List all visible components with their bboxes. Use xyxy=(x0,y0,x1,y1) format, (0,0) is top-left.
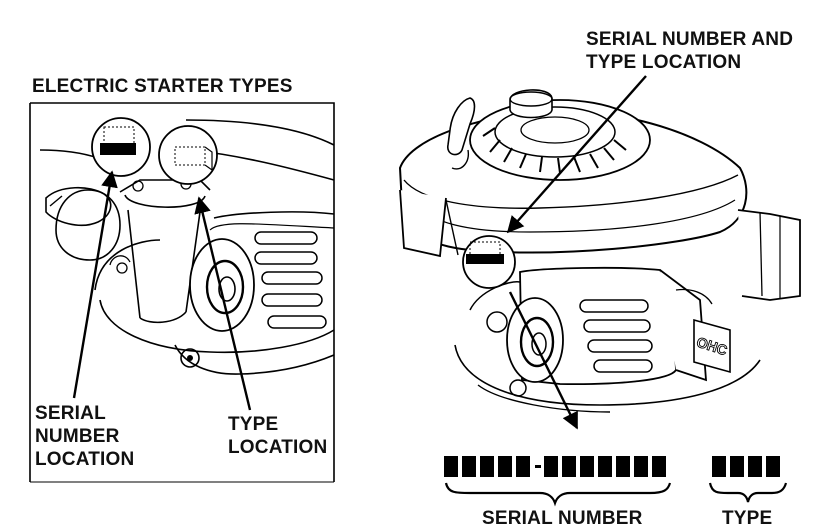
type-caption: TYPE xyxy=(722,508,773,529)
type-bracket xyxy=(708,482,788,503)
serial-prefix-box xyxy=(498,456,512,477)
type-label-line2: LOCATION xyxy=(228,437,328,458)
serial-type-code-boxes xyxy=(444,456,780,477)
type-code-box xyxy=(712,456,726,477)
electric-starter-types-title: ELECTRIC STARTER TYPES xyxy=(32,76,293,97)
serial-type-location-callout-line1: SERIAL NUMBER AND xyxy=(586,29,794,50)
serial-prefix-box xyxy=(444,456,458,477)
engine-illustration: OHC xyxy=(398,75,801,430)
serial-prefix-box xyxy=(462,456,476,477)
serial-prefix-box xyxy=(516,456,530,477)
type-code-box xyxy=(730,456,744,477)
serial-suffix-box xyxy=(562,456,576,477)
serial-suffix-box xyxy=(616,456,630,477)
type-code-box xyxy=(766,456,780,477)
serial-number-caption: SERIAL NUMBER xyxy=(482,508,643,529)
serial-type-location-callout-line2: TYPE LOCATION xyxy=(586,52,742,73)
serial-suffix-box xyxy=(544,456,558,477)
serial-dash xyxy=(535,465,541,468)
type-code-box xyxy=(748,456,762,477)
serial-suffix-box xyxy=(598,456,612,477)
serial-prefix-box xyxy=(480,456,494,477)
serial-suffix-box xyxy=(580,456,594,477)
type-label-line1: TYPE xyxy=(228,414,279,435)
left-detail-panel xyxy=(29,102,335,483)
serial-label-line3: LOCATION xyxy=(35,449,135,470)
serial-suffix-box xyxy=(634,456,648,477)
serial-label-line2: NUMBER xyxy=(35,426,120,447)
serial-suffix-box xyxy=(652,456,666,477)
serial-label-line1: SERIAL xyxy=(35,403,106,424)
serial-number-bracket xyxy=(444,482,672,507)
